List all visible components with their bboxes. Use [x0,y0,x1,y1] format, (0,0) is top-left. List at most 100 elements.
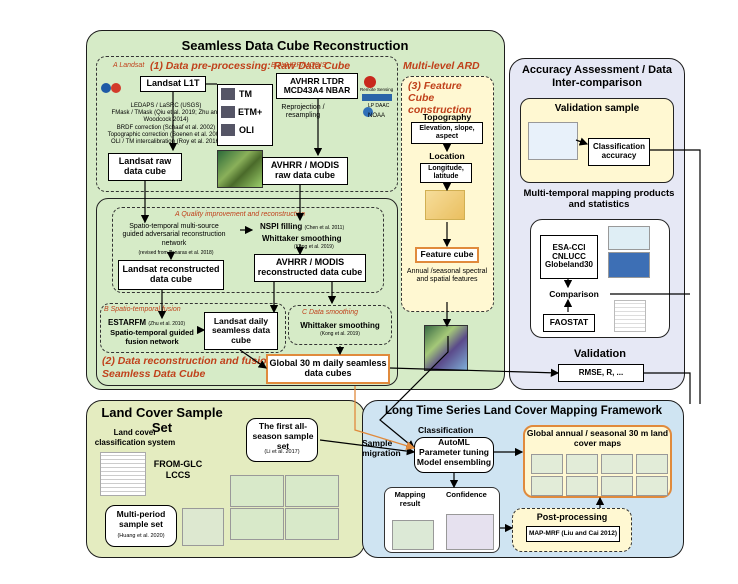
sensor-tm: TM [239,89,252,99]
agency-logos-right [360,74,394,122]
feature-title: (3) Feature Cube construction [408,80,472,117]
location-label: Location [429,151,465,161]
reconstruction-title: Seamless Data Cube Reconstruction [181,38,409,53]
mapping-result-map [392,520,434,550]
multitemporal-title: Multi-temporal mapping products and stat… [523,188,675,211]
satellite-etm-icon [221,106,235,118]
whittaker-ref-2: (Kong et al. 2019) [320,331,360,337]
mapping-title: Long Time Series Land Cover Mapping Fram… [384,405,663,417]
landsat-raw-box: Landsat raw data cube [108,153,182,181]
sample-migration-label: Sample migration [362,438,401,459]
quality-title: A Quality improvement and reconstruction [175,211,306,218]
accuracy-title: Accuracy Assessment / Data Inter-compari… [521,64,672,90]
classification-label: Classification [418,425,474,435]
step-fmask: FMask / TMask (Qiu et al. 2019; Zhu and … [111,110,221,124]
mapmrf-box: MAP-MRF (Liu and Cai 2012) [526,526,620,542]
global-map-6 [566,476,598,496]
feature-cube-box: Feature cube [415,247,479,263]
automl-text: AutoML Parameter tuning Model ensembling [414,437,494,467]
fusion-title: B Spatio-temporal fusion [104,306,181,313]
first-sample-text: The first all-season sample set [252,421,314,452]
global-map-3 [601,454,633,474]
products-list: ESA-CCI CNLUCC Globeland30 [540,235,598,279]
sensor-oli: OLI [239,125,254,135]
first-sample-map-2 [285,475,339,507]
topography-box: Elevation, slope, aspect [411,122,483,144]
global-map-7 [601,476,633,496]
automl-label: AutoML [438,437,470,447]
ard-label: Multi-level ARD [403,60,480,72]
classification-thumb [100,452,146,496]
landsat-raw-cube [217,150,263,188]
feature-cube-image [425,190,465,220]
multi-period-text: Multi-period sample set [116,509,166,530]
preprocess-box [96,56,398,192]
whittaker-label-2: Whittaker smoothing [300,321,380,330]
postprocessing-label: Post-processing [536,512,608,522]
smoothing-title: C Data smoothing [302,309,359,316]
avhrr-inputs-box: AVHRR LTDR MCD43A4 NBAR [276,73,358,99]
step-brdf: BRDF correction (Schaaf et al. 2002) [116,124,216,131]
satellite-tm-icon [221,88,235,100]
topography-label: Topography [422,112,472,122]
confidence-label: Confidence [446,490,487,499]
nspi-ref: (Chen et al. 2011) [304,225,345,231]
global-maps-title: Global annual / seasonal 30 m land cover… [526,428,669,449]
first-sample-map-4 [285,508,339,540]
estarfm-ref: (Zhu et al. 2010) [148,321,185,327]
landsat-recon-box: Landsat reconstructed data cube [118,260,224,290]
satellite-oli-icon [221,124,235,136]
validation-title: Validation [574,348,626,360]
nspi-label: NSPI filling (Chen et al. 2011) [260,222,380,232]
product-map-1 [608,226,650,250]
mapping-result-label: Mapping result [394,490,426,508]
avhrr-raw-box: AVHRR / MODIS raw data cube [262,157,348,185]
multi-period-map [182,508,224,546]
global-cube [424,325,468,371]
landsat-daily-box: Landsat daily seamless data cube [204,312,278,350]
faostat-table [614,300,646,332]
confidence-map [446,514,494,550]
step-topo: Topographic correction (Soenen et al. 20… [107,131,225,138]
agency-noaa: NOAA [368,113,386,119]
global-map-4 [636,454,668,474]
estarfm-text: ESTARFM [108,318,147,327]
classification-accuracy-box: Classification accuracy [588,138,650,166]
comparison-label: Comparison [549,289,599,299]
product-map-2 [608,252,650,278]
first-sample-box [246,418,318,462]
global-cubes-box: Global 30 m daily seamless data cubes [266,354,390,384]
first-sample-map-1 [230,475,284,507]
spatio-text: Spatio-temporal multi-source guided adve… [122,223,226,247]
product-esacci: ESA-CCI [552,242,586,252]
annual-features: Annual /seasonal spectral and spatial fe… [406,268,488,284]
location-box: Longitude, latitude [420,163,472,183]
product-globeland30: Globeland30 [544,260,593,270]
multi-period-ref: (Huang et al. 2020) [117,533,165,539]
classification-system: Land cover classification system [94,428,176,448]
fusion-box [100,303,286,353]
preprocess-label-a: A Landsat [113,62,145,69]
spatio-ref: (revised from Lanaras et al. 2018) [138,250,214,256]
agency-lpdaac: LP DAAC [368,103,390,109]
fromglc-label: FROM-GLC LCCS [153,459,203,481]
reconstruction-inner-panel [96,198,398,386]
fusion-network: Spatio-temporal guided fusion network [110,328,194,346]
step-oli-tm: OLI / TM intercalibration (Roy et al. 20… [111,138,221,145]
global-map-1 [531,454,563,474]
multi-period-box [105,505,177,547]
whittaker-label-1: Whittaker smoothing [262,234,342,243]
global-map-8 [636,476,668,496]
reprojection-label: Reprojection / resampling [281,104,325,120]
section2-title: (2) Data reconstruction and fusion: Seam… [102,355,277,380]
preprocess-steps: LEDAPS / LaSRC (USGS) FMask / TMask (Qiu… [100,103,232,146]
validation-sample-map [528,122,578,160]
whittaker-ref-1: (Kong et al. 2019) [294,244,334,250]
estarfm-label: ESTARFM (Zhu et al. 2010) [108,318,185,328]
quality-box [112,207,384,293]
sensor-etm: ETM+ [238,107,263,117]
nspi-text: NSPI filling [260,222,303,231]
first-sample-ref: (Li et al. 2017) [264,449,300,455]
preprocess-title: (1) Data pre-processing: Raw Data Cube [150,60,351,72]
